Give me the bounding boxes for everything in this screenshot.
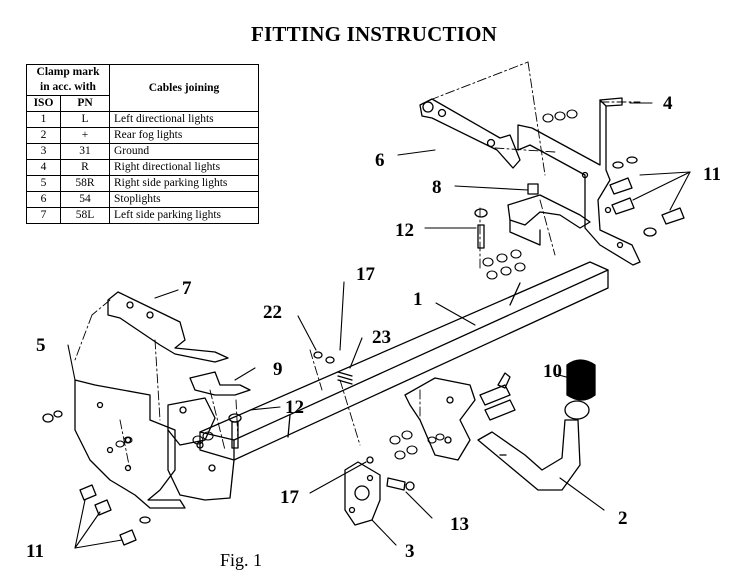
bracket-part-9 (167, 371, 251, 501)
bolt-set-part-11-left (42, 410, 151, 546)
nut-cluster-center (389, 430, 445, 460)
ball-cap-part-10 (566, 359, 596, 401)
bolt-part-13 (386, 477, 415, 491)
label-part-5: 5 (36, 335, 46, 356)
side-plate-part-4 (517, 97, 641, 266)
label-part-6: 6 (375, 150, 385, 171)
label-part-23: 23 (372, 327, 391, 348)
label-part-12-upper: 12 (395, 220, 414, 241)
bracket-part-6 (419, 98, 521, 169)
header-clamp-mark: Clamp mark in acc. with (26, 64, 110, 96)
label-part-10: 10 (543, 361, 562, 382)
alignment-lines (74, 61, 641, 471)
label-part-11-right: 11 (703, 164, 721, 185)
label-part-11-left: 11 (26, 541, 44, 562)
label-part-8: 8 (432, 177, 442, 198)
leader-lines (67, 102, 691, 549)
label-part-4: 4 (663, 93, 673, 114)
label-part-22: 22 (263, 302, 282, 323)
page-title: FITTING INSTRUCTION (251, 22, 497, 46)
label-part-3: 3 (405, 541, 415, 562)
label-part-17-lower: 17 (280, 487, 300, 508)
right-mount-bracket (404, 377, 476, 461)
bolt-set-part-11-right (609, 156, 685, 237)
bracket-part-7 (107, 291, 229, 363)
label-part-9: 9 (273, 359, 283, 380)
header-cables-joining: Cables joining (109, 64, 259, 112)
label-part-2: 2 (618, 508, 628, 529)
bolt-set-part-11-mid (479, 372, 516, 421)
header-pn: PN (60, 95, 110, 112)
socket-plate-part-3 (344, 461, 381, 526)
label-part-13: 13 (450, 514, 469, 535)
towball-neck-part-2 (477, 400, 590, 491)
label-part-7: 7 (182, 278, 192, 299)
nut-cluster-left (115, 431, 214, 448)
small-parts-17-22-23 (313, 351, 374, 464)
figure-caption: Fig. 1 (220, 550, 262, 570)
label-part-17-upper: 17 (356, 264, 376, 285)
bolt-part-12 (228, 208, 488, 449)
label-part-12-lower: 12 (285, 397, 304, 418)
crossbar-part-1 (199, 261, 609, 461)
bracket-part-8 (507, 183, 591, 246)
cables-table: Clamp mark in acc. with Cables joining I… (26, 64, 259, 224)
nut-cluster-upper (482, 109, 578, 280)
label-part-1: 1 (413, 289, 423, 310)
